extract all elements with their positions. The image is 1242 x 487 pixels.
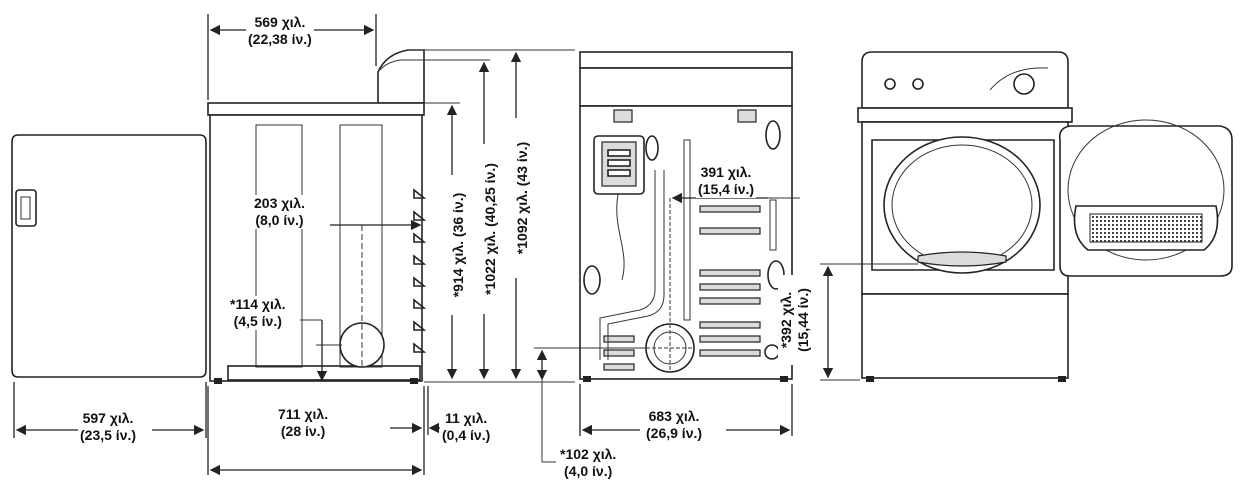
dim-vent-from-top-mm: 203 χιλ. (254, 195, 305, 211)
dim-height-total: *1092 χιλ. (43 ίν.) (514, 118, 530, 278)
dim-body-depth-in: (28 ίν.) (280, 423, 326, 439)
dim-door-swing: 597 χιλ. (23,5 ίν.) (78, 410, 139, 444)
dryer-side-view (207, 49, 427, 384)
dim-width-mm: 683 χιλ. (648, 408, 700, 424)
dim-vent-offset-in: (15,4 ίν.) (698, 181, 755, 197)
dim-vent-offset-mm: 391 χιλ. (700, 164, 752, 180)
open-door-side-view (11, 134, 207, 378)
dryer-front-view (857, 51, 1233, 382)
dryer-rear-view (579, 51, 793, 382)
control-knob-icon (912, 78, 924, 90)
dim-vent-from-side: *114 χιλ. (4,5 ίν.) (228, 296, 288, 330)
timer-dial-icon (1013, 73, 1035, 95)
dim-body-depth-mm: 711 χιλ. (278, 406, 329, 422)
dim-rear-clearance: 11 χιλ. (0,4 ίν.) (440, 410, 493, 444)
dim-top-depth-in: (22,38 ίν.) (248, 31, 312, 47)
dim-top-depth-mm: 569 χιλ. (254, 14, 306, 30)
dim-width: 683 χιλ. (26,9 ίν.) (644, 408, 705, 442)
dim-door-swing-in: (23,5 ίν.) (80, 427, 137, 443)
dim-height-console: *1022 χιλ. (40,25 ίν.) (482, 144, 498, 314)
dim-vent-height: *102 χιλ. (4,0 ίν.) (558, 446, 619, 480)
dim-rear-clearance-in: (0,4 ίν.) (442, 427, 491, 443)
dim-vent-from-top: 203 χιλ. (8,0 ίν.) (252, 195, 307, 229)
dim-vent-height-mm: *102 χιλ. (560, 446, 617, 462)
dim-door-opening: *392 χιλ. (15,44 ίν.) (778, 275, 848, 365)
dim-vent-offset: 391 χιλ. (15,4 ίν.) (696, 164, 757, 198)
dim-width-in: (26,9 ίν.) (646, 425, 703, 441)
dim-rear-clearance-mm: 11 χιλ. (444, 410, 488, 426)
dim-door-swing-mm: 597 χιλ. (82, 410, 134, 426)
dim-body-depth: 711 χιλ. (28 ίν.) (276, 406, 331, 440)
dim-vent-from-side-mm: *114 χιλ. (230, 296, 286, 312)
control-knob-icon (884, 78, 896, 90)
dim-door-opening-in: (15,44 ίν.) (795, 275, 812, 365)
dim-top-depth: 569 χιλ. (22,38 ίν.) (246, 14, 314, 48)
dim-vent-from-side-in: (4,5 ίν.) (233, 313, 282, 329)
dim-vent-height-in: (4,0 ίν.) (564, 463, 613, 479)
dim-vent-from-top-in: (8,0 ίν.) (255, 212, 304, 228)
dim-height-top: *914 χιλ. (36 ίν.) (450, 175, 466, 315)
dim-door-opening-mm: *392 χιλ. (778, 275, 795, 365)
door-handle-icon (15, 189, 37, 227)
